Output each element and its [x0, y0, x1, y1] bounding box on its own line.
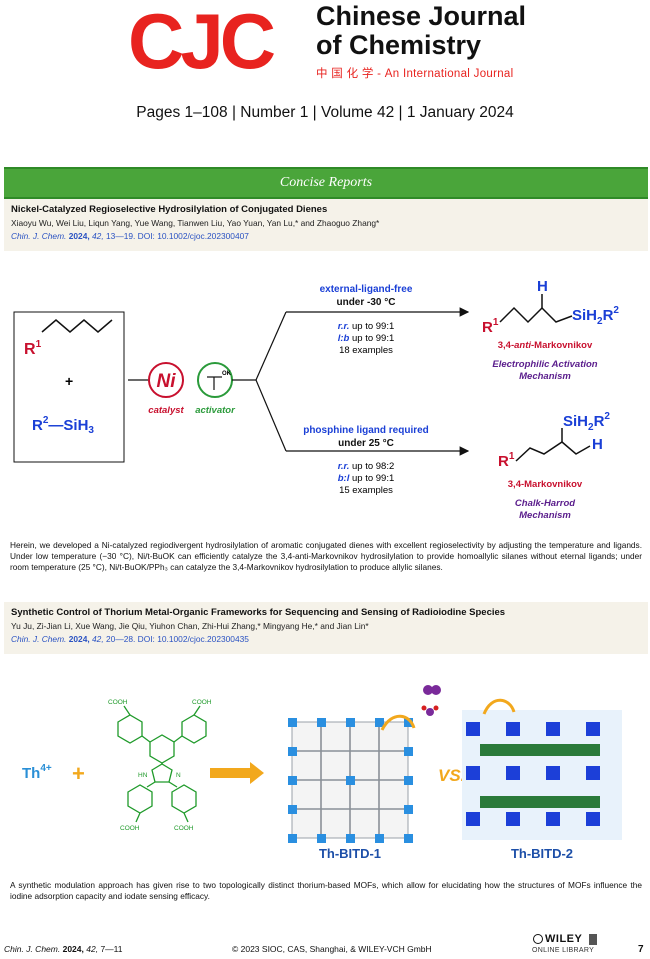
cooh-label: COOH — [192, 699, 212, 706]
product2-h: H — [592, 436, 603, 453]
product2-r1: R1 — [498, 451, 515, 470]
lower-condition-2: under 25 °C — [338, 438, 394, 449]
product2-structure — [515, 441, 591, 462]
footer-year: 2024, — [62, 944, 84, 954]
lower-examples: 15 examples — [339, 485, 393, 496]
mof-graphic: Th4+ + COOH COOH COOH COOH HN N — [22, 685, 622, 861]
cooh-label: COOH — [120, 825, 140, 832]
n-label: N — [176, 772, 181, 779]
article-header-2: Synthetic Control of Thorium Metal-Organ… — [4, 602, 648, 654]
lower-rr: r.r. up to 98:2 — [338, 461, 395, 472]
citation-year: 2024, — [68, 231, 90, 241]
product1-h: H — [537, 278, 548, 295]
upper-condition-2: under -30 °C — [336, 297, 395, 308]
article-citation[interactable]: Chin. J. Chem. 2024, 42, 20—28. DOI: 10.… — [4, 631, 648, 644]
th-bitd-2-framework — [462, 698, 622, 840]
upper-lb: l:b up to 99:1 — [338, 333, 395, 344]
footer-copyright: © 2023 SIOC, CAS, Shanghai, & WILEY-VCH … — [232, 944, 432, 954]
wiley-icon — [533, 934, 543, 945]
cooh-label: COOH — [108, 699, 128, 706]
article-header-1: Nickel-Catalyzed Regioselective Hydrosil… — [4, 199, 648, 251]
cooh-label: COOH — [174, 825, 194, 832]
ok-label: OK — [222, 371, 232, 377]
hn-label: HN — [138, 772, 148, 779]
activator-icon — [197, 362, 233, 398]
catalyst-label: catalyst — [148, 405, 184, 416]
th-bitd-2-label: Th-BITD-2 — [511, 846, 573, 861]
diene-structure — [41, 319, 113, 333]
reaction-scheme: R1 + R2—SiH3 Ni OK catalyst activator ex… — [13, 278, 619, 521]
r1-label: R1 — [24, 339, 42, 358]
product1-name: 3,4-anti-Markovnikov — [498, 340, 593, 351]
article-citation[interactable]: Chin. J. Chem. 2024, 42, 13—19. DOI: 10.… — [4, 228, 648, 241]
publisher-subtitle: ONLINE LIBRARY — [532, 947, 595, 954]
article-title[interactable]: Synthetic Control of Thorium Metal-Organ… — [11, 607, 506, 618]
product2-mechanism-2: Mechanism — [519, 510, 571, 521]
reactants-box — [13, 311, 125, 463]
product1-mechanism-2: Mechanism — [519, 371, 571, 382]
citation-volume: 42, — [92, 231, 104, 241]
citation-pages-doi: 13—19. DOI: 10.1002/cjoc.202300407 — [106, 231, 249, 241]
article-authors: Yu Ju, Zi-Jian Li, Xue Wang, Jie Qiu, Yi… — [11, 621, 369, 631]
plus-sign: + — [65, 373, 73, 389]
issue-info: Pages 1–108 | Number 1 | Volume 42 | 1 J… — [136, 104, 514, 121]
journal-name: Chinese Journal of Chemistry — [316, 2, 526, 60]
nickel-catalyst-icon — [148, 362, 184, 398]
th-bitd-1-label: Th-BITD-1 — [319, 846, 381, 861]
page-number: 7 — [638, 944, 644, 955]
publisher-logo: WILEY — [533, 933, 597, 945]
citation-year: 2024, — [68, 634, 90, 644]
product1-r1: R1 — [482, 317, 499, 336]
lower-condition-1: phosphine ligand required — [303, 425, 429, 436]
citation-journal: Chin. J. Chem. — [11, 231, 67, 241]
th-bitd-1-framework — [288, 714, 416, 843]
lower-bl: b:l up to 99:1 — [338, 473, 395, 484]
footer-journal: Chin. J. Chem. — [4, 944, 61, 954]
reaction-arrow — [210, 762, 264, 784]
section-banner: Concise Reports — [4, 167, 648, 199]
ligand-structure — [117, 705, 207, 823]
article-title[interactable]: Nickel-Catalyzed Regioselective Hydrosil… — [11, 204, 328, 215]
article-abstract-2: A synthetic modulation approach has give… — [10, 880, 642, 901]
silane-label: R2—SiH3 — [32, 415, 94, 436]
product1-silyl: SiH2R2 — [572, 305, 619, 327]
citation-journal: Chin. J. Chem. — [11, 634, 67, 644]
plus-sign: + — [72, 761, 85, 786]
journal-name-line1: Chinese Journal — [316, 1, 527, 31]
publisher-name: WILEY — [545, 933, 583, 945]
upper-rr: r.r. up to 99:1 — [338, 321, 395, 332]
product1-mechanism-1: Electrophilic Activation — [492, 359, 597, 370]
activator-label: activator — [195, 405, 236, 416]
citation-volume: 42, — [92, 634, 104, 644]
footer-volume: 42, — [86, 944, 99, 954]
product2-mechanism-1: Chalk-Harrod — [515, 498, 575, 509]
journal-name-line2: of Chemistry — [316, 30, 482, 60]
upper-condition-1: external-ligand-free — [320, 284, 413, 295]
library-icon — [588, 933, 597, 945]
product1-structure — [499, 306, 573, 324]
ni-label: Ni — [157, 371, 177, 392]
footer-citation: Chin. J. Chem. 2024, 42, 7—11 — [4, 944, 123, 954]
article-abstract-1: Herein, we developed a Ni-catalyzed regi… — [10, 540, 642, 572]
product2-name: 3,4-Markovnikov — [508, 479, 583, 490]
upper-examples: 18 examples — [339, 345, 393, 356]
product2-silyl: SiH2R2 — [563, 411, 610, 433]
versus-label: VS. — [438, 766, 465, 785]
thorium-label: Th4+ — [22, 763, 52, 782]
journal-tagline: 中 国 化 学 - An International Journal — [316, 68, 514, 80]
journal-logo: CJC — [128, 0, 276, 85]
footer-pages: 7—11 — [100, 944, 123, 954]
iodine-icon — [423, 685, 433, 695]
citation-pages-doi: 20—28. DOI: 10.1002/cjoc.202300435 — [106, 634, 249, 644]
article-authors: Xiaoyu Wu, Wei Liu, Liqun Yang, Yue Wang… — [11, 218, 380, 228]
